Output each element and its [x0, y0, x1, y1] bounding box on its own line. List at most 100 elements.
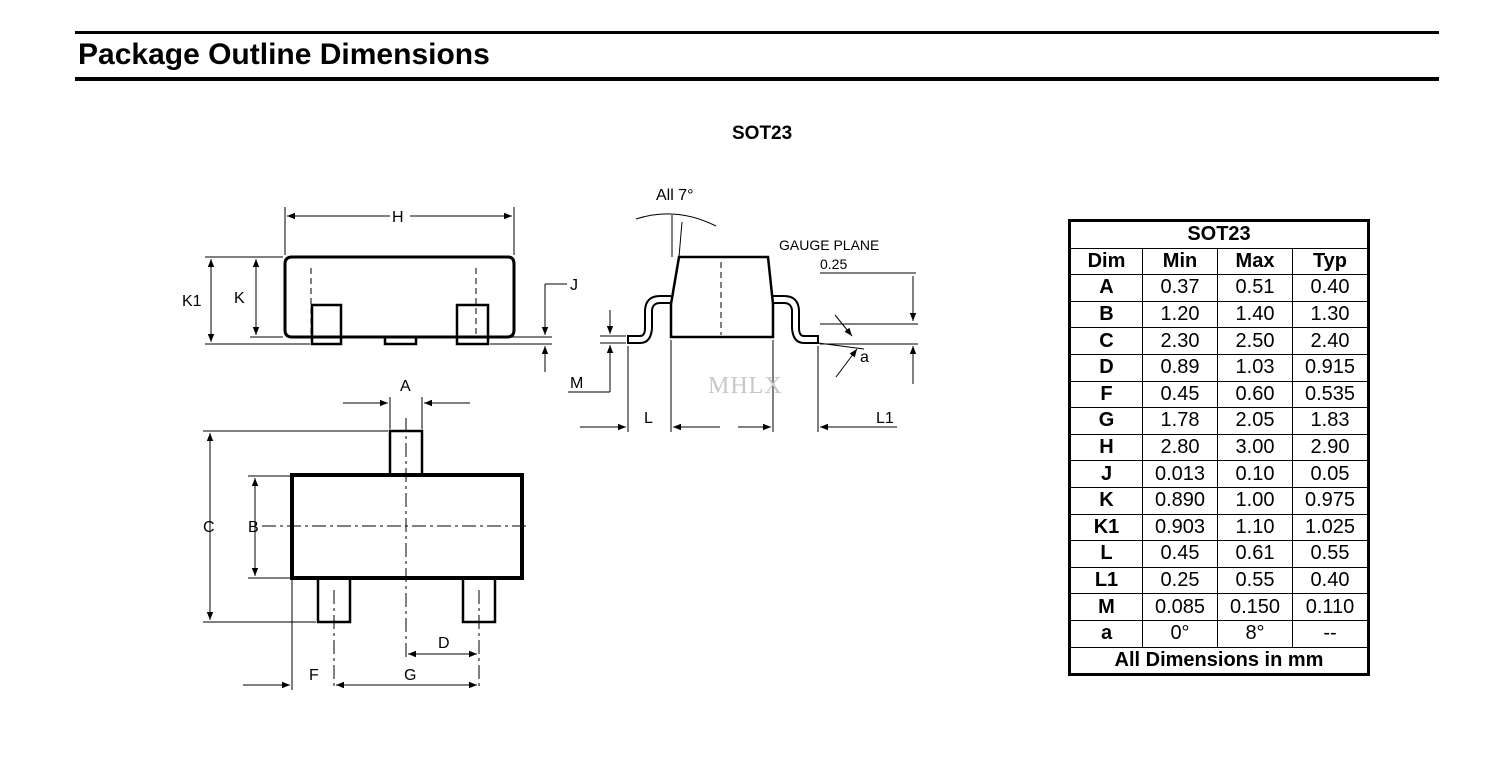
table-cell-typ: 0.40 — [1292, 274, 1369, 302]
dim-label-a-angle: a — [860, 349, 869, 366]
table-cell-max: 1.40 — [1217, 300, 1293, 329]
dim-label-b: B — [248, 519, 259, 536]
table-cell-typ: 0.55 — [1292, 540, 1369, 568]
table-cell-max: 1.03 — [1217, 353, 1293, 382]
table-cell-typ: -- — [1292, 619, 1369, 648]
table-cell-max: 1.10 — [1217, 513, 1293, 542]
table-cell-max: 8° — [1217, 619, 1293, 648]
table-cell-min: 0.890 — [1142, 486, 1218, 515]
table-cell-max: 0.60 — [1217, 380, 1293, 409]
table-cell-max: 1.00 — [1217, 486, 1293, 515]
dim-label-f: F — [309, 667, 319, 684]
table-cell-min: 0.45 — [1142, 540, 1218, 568]
table-header-row: Dim Min Max Typ — [1069, 247, 1369, 276]
dim-label-h: H — [392, 209, 404, 226]
table-cell-min: 0.89 — [1142, 353, 1218, 382]
table-header-cell: Typ — [1292, 247, 1369, 276]
table-cell-max: 2.05 — [1217, 407, 1293, 435]
side-view — [568, 213, 918, 432]
table-cell-typ: 0.915 — [1292, 353, 1369, 382]
table-cell-typ: 0.40 — [1292, 566, 1369, 595]
dim-label-j: J — [570, 277, 578, 294]
table-cell-max: 0.55 — [1217, 566, 1293, 595]
dim-label-m: M — [570, 375, 583, 392]
table-cell-dim: M — [1069, 593, 1143, 621]
table-cell-max: 0.10 — [1217, 460, 1293, 488]
table-cell-dim: A — [1069, 274, 1143, 302]
dim-label-c: C — [203, 519, 215, 536]
table-cell-min: 0.45 — [1142, 380, 1218, 409]
table-cell-max: 0.150 — [1217, 593, 1293, 621]
table-cell-typ: 2.40 — [1292, 327, 1369, 355]
table-cell-dim: C — [1069, 327, 1143, 355]
page-title: Package Outline Dimensions — [78, 38, 490, 71]
table-cell-dim: H — [1069, 433, 1143, 462]
table-cell-typ: 0.110 — [1292, 593, 1369, 621]
header-bottom-rule — [75, 77, 1439, 81]
table-header-cell: Dim — [1069, 247, 1143, 276]
dim-label-a: A — [400, 378, 411, 395]
table-cell-max: 0.51 — [1217, 274, 1293, 302]
front-view — [205, 207, 567, 372]
table-cell-max: 3.00 — [1217, 433, 1293, 462]
table-cell-dim: K — [1069, 486, 1143, 515]
top-view — [203, 397, 528, 690]
diagram-title: SOT23 — [732, 123, 793, 144]
table-cell-min: 2.80 — [1142, 433, 1218, 462]
table-cell-max: 0.61 — [1217, 540, 1293, 568]
table-cell-typ: 0.535 — [1292, 380, 1369, 409]
header-top-rule — [75, 31, 1439, 34]
table-cell-dim: L1 — [1069, 566, 1143, 595]
dim-label-g: G — [404, 667, 416, 684]
table-cell-min: 1.78 — [1142, 407, 1218, 435]
dim-label-k1: K1 — [182, 293, 202, 310]
gauge-plane-value: 0.25 — [820, 256, 847, 272]
table-cell-min: 0.37 — [1142, 274, 1218, 302]
table-cell-typ: 0.975 — [1292, 486, 1369, 515]
table-cell-dim: B — [1069, 300, 1143, 329]
table-cell-min: 0.013 — [1142, 460, 1218, 488]
table-cell-min: 0.25 — [1142, 566, 1218, 595]
dim-label-l1: L1 — [876, 410, 894, 427]
package-outline-drawing: H K1 K J A C B D F G — [182, 187, 918, 690]
table-cell-dim: F — [1069, 380, 1143, 409]
table-cell-min: 2.30 — [1142, 327, 1218, 355]
dim-label-k: K — [234, 290, 245, 307]
table-cell-dim: J — [1069, 460, 1143, 488]
table-cell-dim: a — [1069, 619, 1143, 648]
table-title: SOT23 — [1069, 220, 1369, 249]
table-cell-dim: L — [1069, 540, 1143, 568]
table-cell-min: 1.20 — [1142, 300, 1218, 329]
table-cell-typ: 1.025 — [1292, 513, 1369, 542]
dim-label-d: D — [438, 635, 450, 652]
table-footer: All Dimensions in mm — [1069, 646, 1369, 676]
table-cell-min: 0.085 — [1142, 593, 1218, 621]
table-cell-typ: 0.05 — [1292, 460, 1369, 488]
dim-label-all-angle: All 7° — [656, 187, 694, 204]
table-cell-dim: D — [1069, 353, 1143, 382]
table-cell-typ: 1.30 — [1292, 300, 1369, 329]
table-header-cell: Max — [1217, 247, 1293, 276]
table-cell-dim: K1 — [1069, 513, 1143, 542]
table-header-cell: Min — [1142, 247, 1218, 276]
table-cell-max: 2.50 — [1217, 327, 1293, 355]
table-cell-dim: G — [1069, 407, 1143, 435]
table-cell-min: 0° — [1142, 619, 1218, 648]
table-cell-typ: 2.90 — [1292, 433, 1369, 462]
table-cell-min: 0.903 — [1142, 513, 1218, 542]
dim-label-l: L — [644, 410, 653, 427]
